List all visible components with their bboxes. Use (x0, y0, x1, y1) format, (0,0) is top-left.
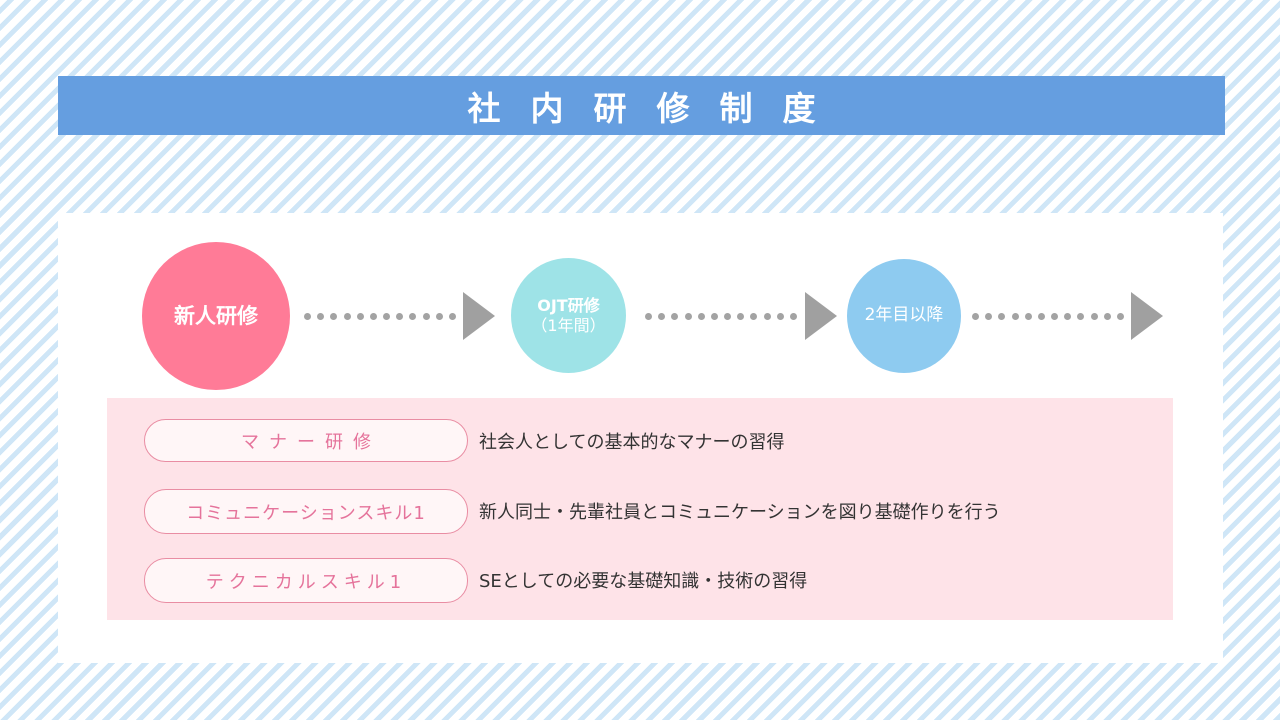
training-details-box: マナー研修 社会人としての基本的なマナーの習得 コミュニケーションスキル1 新人… (107, 398, 1173, 620)
step-label: OJT研修 (537, 295, 600, 315)
arrow-right-icon (805, 292, 837, 340)
training-description-communication: 新人同士・先輩社員とコミュニケーションを図り基礎作りを行う (479, 501, 1001, 523)
dotted-connector-2 (645, 312, 797, 320)
step-duration: （1年間） (531, 315, 606, 335)
title-bar: 社内研修制度 (58, 76, 1225, 135)
arrow-right-icon (463, 292, 495, 340)
step-new-hire-training: 新人研修 (142, 242, 290, 390)
step-label: 2年目以降 (864, 305, 944, 326)
step-label: 新人研修 (174, 303, 258, 328)
training-description-technical: SEとしての必要な基礎知識・技術の習得 (479, 570, 808, 592)
training-label-technical: テクニカルスキル1 (144, 558, 468, 603)
step-second-year: 2年目以降 (847, 259, 961, 373)
training-label-manners: マナー研修 (144, 419, 468, 462)
step-ojt-training: OJT研修 （1年間） (511, 258, 626, 373)
dotted-connector-1 (304, 312, 456, 320)
training-description-manners: 社会人としての基本的なマナーの習得 (479, 431, 785, 453)
page-title: 社内研修制度 (467, 88, 846, 128)
arrow-right-icon (1131, 292, 1163, 340)
content-panel: 新人研修 OJT研修 （1年間） 2年目以降 マナー研修 社会人としての基本的な… (58, 213, 1223, 663)
dotted-connector-3 (972, 312, 1124, 320)
training-label-communication: コミュニケーションスキル1 (144, 489, 468, 534)
